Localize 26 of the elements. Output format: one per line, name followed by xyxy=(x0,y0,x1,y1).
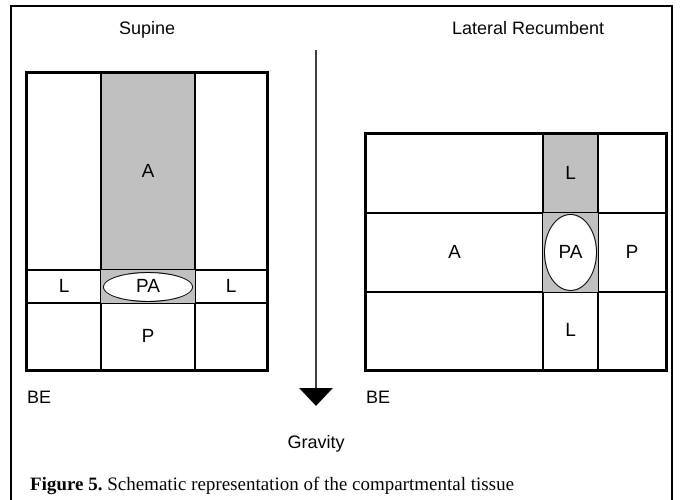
shaded-compartment xyxy=(101,73,195,270)
compartment-letter: PA xyxy=(136,276,160,298)
compartment-letter: L xyxy=(565,320,576,342)
compartment xyxy=(101,303,195,370)
compartment-letter: PA xyxy=(558,242,582,264)
text-label: Supine xyxy=(118,18,176,39)
text-label: BE xyxy=(27,387,52,408)
compartment-letter: L xyxy=(565,162,576,184)
shaded-compartment xyxy=(543,134,598,213)
grid-frame xyxy=(364,132,668,372)
grid-frame xyxy=(25,71,269,372)
compartment xyxy=(366,213,543,292)
text-label: BE xyxy=(366,387,390,408)
text-label: Lateral Recumbent xyxy=(452,18,604,39)
compartment xyxy=(27,270,101,303)
compartment xyxy=(598,213,666,292)
compartment-letter: P xyxy=(626,242,638,264)
compartment-letter: L xyxy=(58,276,70,298)
compartment-letter: A xyxy=(142,160,154,182)
text-label: Gravity xyxy=(288,432,344,453)
compartment-letter: A xyxy=(448,242,461,264)
figure-caption: Figure 5. Schematic representation of the compartmental tissue xyxy=(30,474,514,496)
compartment xyxy=(195,270,267,303)
compartment xyxy=(543,292,598,370)
compartment-letter: L xyxy=(226,276,236,298)
compartment-letter: P xyxy=(142,326,154,348)
